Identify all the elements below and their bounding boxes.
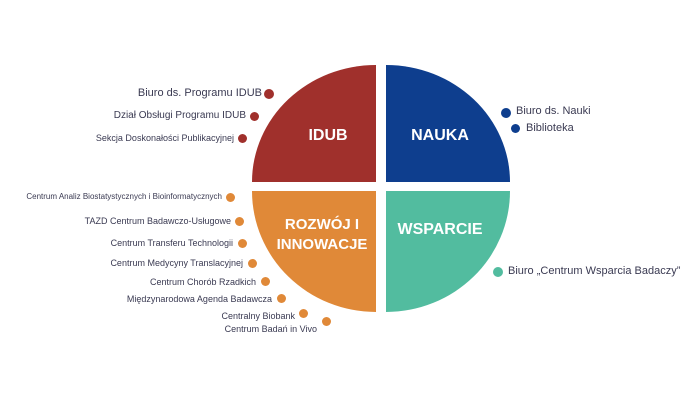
rozwoj-bullet-dot: [226, 193, 235, 202]
rozwoj-item-chorob: Centrum Chorób Rzadkich: [149, 277, 256, 287]
rozwoj-bullet-dot: [235, 217, 244, 226]
wsparcie-item-centrum-wsparcia: Biuro „Centrum Wsparcia Badaczy”: [508, 265, 681, 277]
quadrant-label-wsparcie: WSPARCIE: [397, 221, 482, 238]
rozwoj-item-medycyny: Centrum Medycyny Translacyjnej: [110, 258, 243, 268]
idub-bullet-dot: [238, 134, 247, 143]
rozwoj-item-analiz: Centrum Analiz Biostatystycznych i Bioin…: [26, 192, 222, 201]
wsparcie-bullet-dot: [493, 267, 503, 277]
quadrant-label-rozwoj-line1: ROZWÓJ I: [285, 215, 359, 233]
rozwoj-bullet-dot: [277, 294, 286, 303]
rozwoj-bullet-dot: [261, 277, 270, 286]
rozwoj-bullet-dot: [238, 239, 247, 248]
quadrant-label-nauka: NAUKA: [411, 127, 469, 144]
quadrant-idub: [252, 65, 376, 182]
rozwoj-item-in-vivo: Centrum Badań in Vivo: [224, 324, 317, 334]
nauka-item-biuro-nauki: Biuro ds. Nauki: [516, 105, 591, 117]
quadrant-label-idub: IDUB: [308, 127, 347, 144]
rozwoj-bullet-dot: [248, 259, 257, 268]
idub-item-biuro: Biuro ds. Programu IDUB: [137, 87, 262, 99]
nauka-item-biblioteka: Biblioteka: [526, 122, 574, 134]
idub-item-sekcja: Sekcja Doskonałości Publikacyjnej: [95, 133, 234, 143]
quadrant-wsparcie: [386, 191, 510, 312]
rozwoj-item-transferu: Centrum Transferu Technologii: [110, 238, 233, 248]
quadrant-nauka: [386, 65, 510, 182]
rozwoj-bullet-dot: [322, 317, 331, 326]
rozwoj-item-biobank: Centralny Biobank: [221, 311, 295, 321]
idub-bullet-dot: [250, 112, 259, 121]
idub-bullet-dot: [264, 89, 274, 99]
nauka-bullet-dot: [511, 124, 520, 133]
quadrant-label-rozwoj-line2: INNOWACJE: [277, 236, 368, 253]
idub-item-dzial-obslugi: Dział Obsługi Programu IDUB: [113, 110, 246, 121]
nauka-bullet-dot: [501, 108, 511, 118]
rozwoj-item-agenda: Międzynarodowa Agenda Badawcza: [126, 294, 272, 304]
rozwoj-item-tazd: TAZD Centrum Badawczo-Usługowe: [84, 216, 231, 226]
rozwoj-bullet-dot: [299, 309, 308, 318]
quadrant-rozwoj-innowacje: [252, 191, 376, 312]
